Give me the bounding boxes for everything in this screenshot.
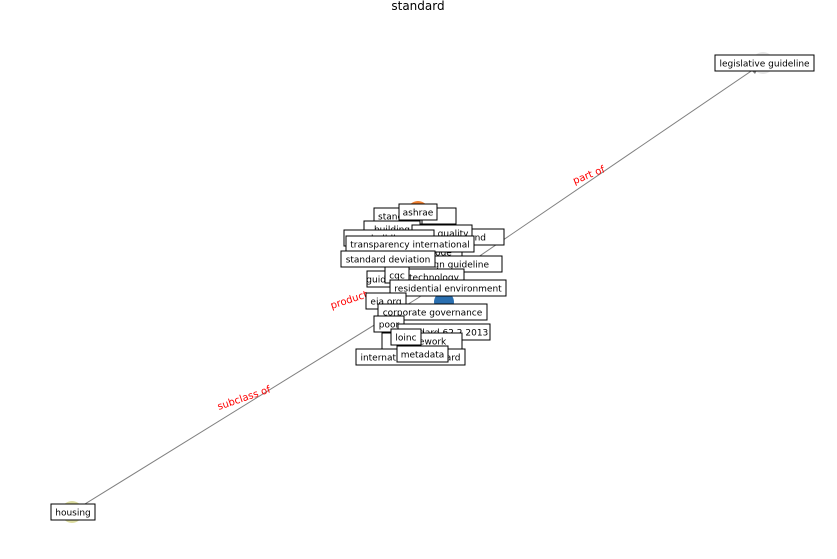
svg-text:eia org: eia org [370, 298, 401, 308]
svg-text:standard deviation: standard deviation [346, 256, 431, 266]
svg-text:loan quality: loan quality [416, 230, 470, 240]
edge-label-subclass-of: subclass of [216, 384, 273, 413]
svg-text:design guideline: design guideline [415, 261, 490, 271]
node-label: housing [50, 503, 96, 521]
svg-text:legislative guideline: legislative guideline [719, 60, 810, 70]
svg-text:poor: poor [379, 321, 400, 331]
node-label: metadata [396, 345, 449, 363]
svg-text:transparency international: transparency international [350, 241, 470, 251]
node-label: legislative guideline [714, 54, 815, 72]
svg-text:cgc: cgc [389, 272, 405, 282]
svg-text:corporate governance: corporate governance [383, 309, 483, 319]
edge-subclass-of [71, 297, 419, 513]
node-label: ashrae [398, 203, 438, 221]
svg-text:framework: framework [398, 338, 447, 348]
node-label: corporate governance [377, 303, 488, 321]
edge-label-part-of: part of [572, 164, 607, 187]
svg-text:loinc: loinc [395, 334, 416, 344]
svg-text:housing: housing [55, 509, 91, 519]
svg-text:technology: technology [409, 274, 460, 284]
node-label: standard deviation [340, 250, 436, 268]
svg-text:ashrae: ashrae [403, 209, 434, 219]
svg-text:standard: standard [378, 213, 418, 223]
edge-label-product: product [329, 289, 369, 311]
node-label: loinc [390, 328, 422, 346]
node-label: transparency international [345, 235, 475, 253]
graph-title: standard [391, 0, 444, 13]
svg-text:residential environment: residential environment [394, 285, 502, 295]
svg-text:metadata: metadata [401, 351, 445, 361]
svg-text:code: code [430, 249, 452, 259]
node-label: residential environment [389, 279, 507, 297]
